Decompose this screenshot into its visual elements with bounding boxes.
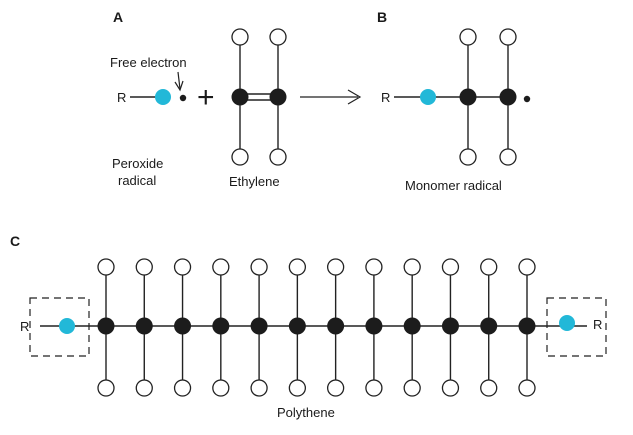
ethylene-molecule bbox=[231, 28, 287, 166]
hydrogen-atom bbox=[499, 28, 517, 46]
hydrogen-atom bbox=[173, 258, 192, 276]
hydrogen-atom bbox=[403, 379, 421, 397]
carbon-atom bbox=[135, 317, 153, 335]
hydrogen-atom bbox=[173, 379, 192, 397]
peroxide-label-line2: radical bbox=[118, 173, 156, 188]
carbon-atom bbox=[365, 317, 383, 335]
peroxide-radical-atom bbox=[155, 89, 171, 105]
hydrogen-atom bbox=[250, 258, 268, 276]
free-electron-dot bbox=[523, 95, 531, 103]
hydrogen-atom bbox=[288, 258, 307, 276]
hydrogen-atom bbox=[97, 258, 115, 276]
carbon-atom bbox=[212, 317, 230, 335]
hydrogen-atom bbox=[441, 258, 460, 276]
section-c: C R R Polythene bbox=[10, 233, 607, 420]
section-b: B R Monomer radical bbox=[377, 9, 531, 193]
carbon-atom bbox=[174, 317, 192, 335]
free-electron-arrow-shaft bbox=[177, 71, 181, 90]
r-group-label-left: R bbox=[20, 319, 29, 334]
monomer-radical-label: Monomer radical bbox=[405, 178, 502, 193]
hydrogen-atom bbox=[518, 379, 536, 397]
polymer-end-radical-right bbox=[559, 315, 575, 331]
reaction-arrow-head bbox=[347, 89, 362, 105]
hydrogen-atom bbox=[499, 148, 517, 166]
monomer-radical-atom bbox=[420, 89, 436, 105]
hydrogen-atom bbox=[231, 148, 249, 166]
peroxide-label-line1: Peroxide bbox=[112, 156, 163, 171]
polymer-chain bbox=[97, 258, 536, 397]
carbon-atom bbox=[499, 88, 517, 106]
hydrogen-atom bbox=[212, 379, 230, 397]
carbon-atom bbox=[97, 317, 115, 335]
carbon-atom bbox=[459, 88, 477, 106]
ethylene-label: Ethylene bbox=[229, 174, 280, 189]
panel-label-a: A bbox=[113, 9, 123, 25]
carbon-atom bbox=[480, 317, 498, 335]
carbon-atom bbox=[231, 88, 249, 106]
hydrogen-atom bbox=[135, 379, 153, 397]
hydrogen-atom bbox=[365, 258, 383, 276]
r-group-label: R bbox=[381, 90, 390, 105]
r-group-label-right: R bbox=[593, 317, 602, 332]
carbon-atom bbox=[403, 317, 421, 335]
carbon-atom bbox=[269, 88, 287, 106]
polythene-label: Polythene bbox=[277, 405, 335, 420]
hydrogen-atom bbox=[365, 379, 383, 397]
hydrogen-atom bbox=[97, 379, 115, 397]
hydrogen-atom bbox=[480, 258, 498, 276]
r-group-label: R bbox=[117, 90, 126, 105]
hydrogen-atom bbox=[212, 258, 230, 276]
end-group-box-left bbox=[29, 297, 90, 357]
hydrogen-atom bbox=[403, 258, 421, 276]
polymer-end-radical-left bbox=[59, 318, 75, 334]
carbon-atom bbox=[288, 317, 306, 335]
hydrogen-atom bbox=[441, 379, 460, 397]
hydrogen-atom bbox=[459, 28, 477, 46]
section-a: A Free electron R + Peroxide radical Eth… bbox=[110, 9, 362, 189]
hydrogen-atom bbox=[518, 258, 536, 276]
carbon-atom bbox=[441, 317, 459, 335]
free-electron-dot bbox=[179, 94, 187, 102]
hydrogen-atom bbox=[326, 379, 345, 397]
carbon-atom bbox=[518, 317, 536, 335]
panel-label-b: B bbox=[377, 9, 387, 25]
hydrogen-atom bbox=[269, 148, 287, 166]
hydrogen-atom bbox=[288, 379, 307, 397]
hydrogen-atom bbox=[231, 28, 249, 46]
plus-sign: + bbox=[197, 81, 215, 114]
free-electron-arrow-head bbox=[174, 80, 184, 92]
free-electron-label: Free electron bbox=[110, 55, 187, 70]
carbon-atom bbox=[327, 317, 345, 335]
hydrogen-atom bbox=[135, 258, 153, 276]
panel-label-c: C bbox=[10, 233, 20, 249]
end-group-box-right bbox=[546, 297, 607, 357]
hydrogen-atom bbox=[459, 148, 477, 166]
hydrogen-atom bbox=[250, 379, 268, 397]
hydrogen-atom bbox=[269, 28, 287, 46]
hydrogen-atom bbox=[480, 379, 498, 397]
hydrogen-atom bbox=[326, 258, 345, 276]
carbon-atom bbox=[250, 317, 268, 335]
